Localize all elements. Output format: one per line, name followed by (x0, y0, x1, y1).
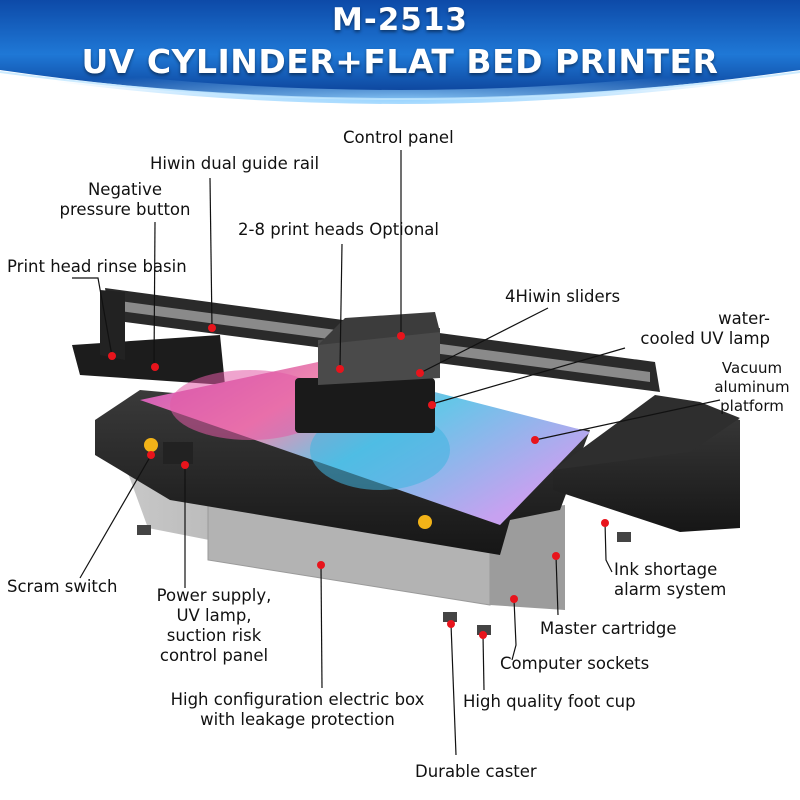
callout-markers (108, 324, 609, 639)
marker-control-panel (397, 332, 405, 340)
label-master-cartridge: Master cartridge (540, 619, 677, 638)
header-banner: M-2513 UV CYLINDER+FLAT BED PRINTER (0, 0, 800, 110)
cabinet-side (490, 505, 565, 610)
marker-vacuum (531, 436, 539, 444)
marker-print-heads (336, 365, 344, 373)
control-switch-panel (163, 442, 193, 464)
marker-rinse-basin (108, 352, 116, 360)
marker-negative-pressure (151, 363, 159, 371)
label-hiwin-sliders: 4Hiwin sliders (505, 287, 621, 306)
leader-computer-sockets (511, 598, 517, 661)
carriage (295, 378, 435, 433)
leader-guide-rail (209, 177, 213, 329)
leader-ink-alarm (604, 521, 613, 573)
marker-scram (147, 451, 155, 459)
marker-caster (447, 620, 455, 628)
leader-vacuum (534, 399, 721, 441)
marker-guide-rail (208, 324, 216, 332)
right-scram-button (418, 515, 432, 529)
label-foot-cup: High quality foot cup (463, 692, 636, 711)
label-print-heads: 2-8 print heads Optional (238, 220, 440, 239)
marker-electric-box (317, 561, 325, 569)
leader-foot-cup (482, 634, 485, 691)
marker-master-cartridge (552, 552, 560, 560)
label-vacuum-platform: Vacuum aluminum platform (714, 359, 790, 415)
leader-uv-lamp (431, 347, 626, 405)
marker-power-supply (181, 461, 189, 469)
leader-master-cartridge (555, 555, 559, 616)
marker-foot-cup (479, 631, 487, 639)
carriage-top (318, 312, 440, 345)
leader-sliders (419, 307, 549, 374)
page-title: UV CYLINDER+FLAT BED PRINTER (81, 42, 719, 81)
marker-ink-alarm (601, 519, 609, 527)
marker-sliders (416, 369, 424, 377)
label-computer-sockets: Computer sockets (500, 654, 650, 673)
label-uv-lamp: water- cooled UV lamp (640, 309, 770, 348)
label-scram-switch: Scram switch (7, 577, 118, 596)
leader-scram (79, 456, 151, 579)
label-rinse-basin: Print head rinse basin (7, 257, 187, 276)
left-frame (100, 290, 125, 360)
label-ink-alarm: Ink shortage alarm system (614, 560, 727, 599)
leader-negative-pressure (153, 221, 156, 368)
marker-computer-sockets (510, 595, 518, 603)
right-console-top (553, 395, 740, 470)
label-electric-box: High configuration electric box with lea… (170, 690, 425, 729)
leader-lines (72, 150, 721, 756)
model-title: M-2513 (332, 2, 468, 38)
scram-button (144, 438, 158, 452)
label-control-panel: Control panel (343, 128, 454, 147)
casters (137, 525, 631, 635)
label-negative-pressure: Negative pressure button (59, 180, 191, 219)
label-caster: Durable caster (415, 762, 537, 781)
leader-rinse-basin (72, 277, 113, 357)
leader-electric-box (320, 564, 323, 689)
header-background (0, 0, 800, 104)
leader-print-heads (339, 243, 343, 369)
marker-uv-lamp (428, 401, 436, 409)
carriage-head (318, 328, 440, 385)
leader-caster (450, 623, 457, 756)
printer-body (72, 288, 740, 635)
label-power-supply: Power supply, UV lamp, suction risk cont… (156, 586, 272, 665)
label-hiwin-guide-rail: Hiwin dual guide rail (150, 154, 320, 173)
